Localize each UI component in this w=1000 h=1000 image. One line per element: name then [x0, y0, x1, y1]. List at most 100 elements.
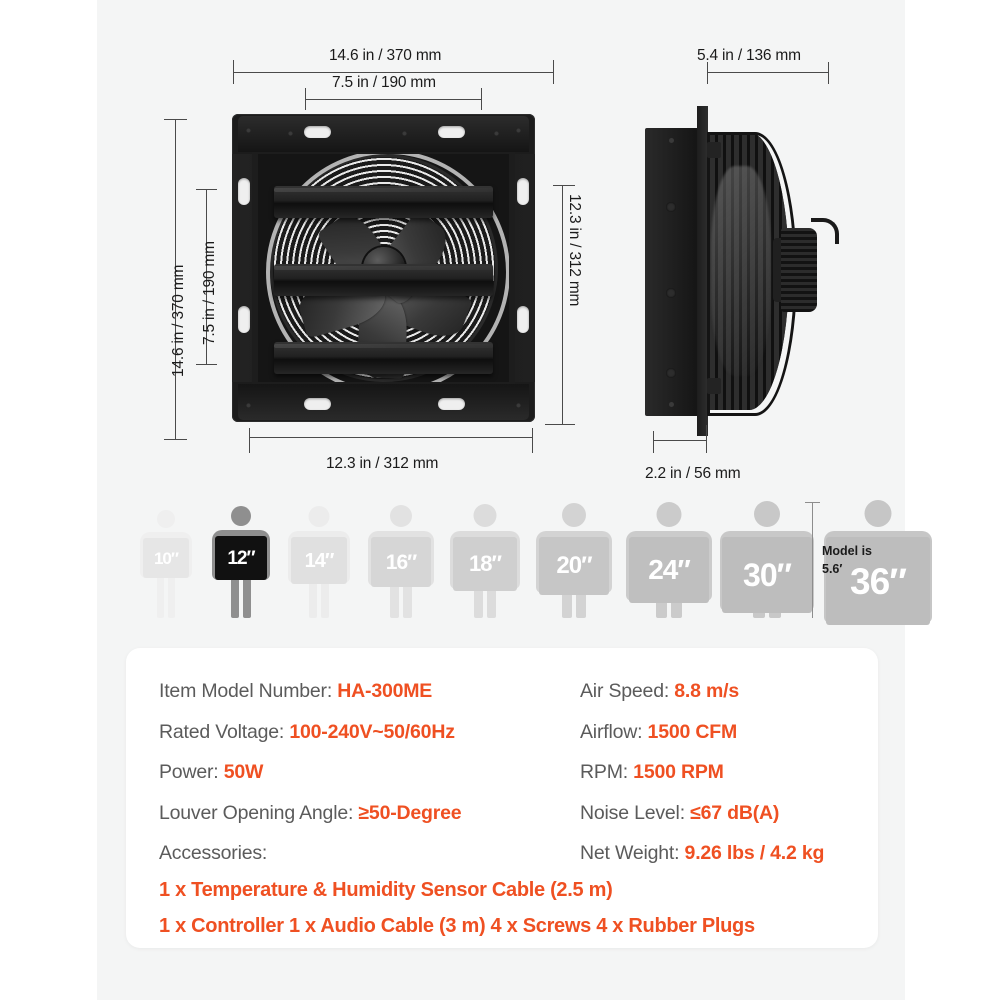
dim-line-side-depth-flange: [653, 440, 706, 441]
spec-column-left: Item Model Number: HA-300ME Rated Voltage…: [159, 680, 569, 885]
accessories-list: 1 x Temperature & Humidity Sensor Cable …: [159, 880, 755, 952]
size-badge-label: 20″: [556, 552, 592, 579]
mounting-slot: [304, 126, 331, 138]
scale-figure-30in: 30″: [720, 501, 814, 618]
dim-line-front-width-inner: [305, 99, 481, 100]
figure-leg: [562, 589, 572, 618]
spec-row: Airflow: 1500 CFM: [580, 720, 900, 743]
size-comparison-row: 10″ 12″ 14″ 16″ 18″ 20″ 24″ 30″36″: [140, 500, 932, 625]
dim-line-front-right-height: [562, 185, 563, 424]
power-cable: [811, 218, 839, 244]
spec-label: Louver Opening Angle:: [159, 801, 359, 824]
figure-head: [308, 506, 330, 527]
dim-line-front-height-inner: [206, 189, 207, 364]
figure-head: [562, 503, 586, 527]
figure-leg: [390, 582, 399, 618]
mounting-slot: [238, 306, 250, 333]
dim-line-front-width-outer: [233, 72, 554, 73]
dim-tick: [196, 189, 217, 190]
accessory-line: 1 x Controller 1 x Audio Cable (3 m) 4 x…: [159, 915, 755, 937]
specification-panel: Item Model Number: HA-300ME Rated Voltage…: [126, 648, 878, 948]
mounting-slot: [304, 398, 331, 410]
size-badge: 14″: [291, 537, 347, 584]
dim-label-front-height-inner: 7.5 in / 190 mm: [201, 241, 218, 345]
flange-hole: [666, 368, 676, 378]
spec-row: Item Model Number: HA-300ME: [159, 680, 569, 702]
dim-label-front-width-outer: 14.6 in / 370 mm: [329, 47, 442, 64]
figure-leg: [308, 579, 317, 618]
dim-line-side-depth-total: [707, 72, 828, 73]
mounting-slot: [438, 398, 465, 410]
mounting-slot: [517, 306, 529, 333]
spec-value: 1500 CFM: [647, 720, 738, 743]
figure-head: [864, 500, 892, 527]
spec-value: 1500 RPM: [633, 761, 724, 783]
model-note-line-1: Model is: [822, 544, 873, 558]
spec-row: Noise Level: ≤67 dB(A): [580, 803, 900, 824]
figure-leg: [403, 582, 412, 618]
dim-label-side-depth-total: 5.4 in / 136 mm: [697, 47, 801, 64]
dim-label-front-width-inner: 7.5 in / 190 mm: [332, 74, 436, 91]
screw: [402, 131, 407, 136]
spec-row: RPM: 1500 RPM: [580, 761, 900, 783]
dim-tick: [553, 60, 554, 84]
scale-figure-12in: 12″: [212, 506, 270, 618]
size-badge: 12″: [215, 536, 267, 580]
grille-bracket: [707, 378, 721, 394]
fan-front-interior: [256, 152, 511, 384]
accessory-line: 1 x Temperature & Humidity Sensor Cable …: [159, 879, 613, 901]
spec-label: Air Speed:: [580, 680, 675, 702]
scale-figure-16in: 16″: [368, 505, 434, 618]
scale-figure-24in: 24″: [626, 502, 712, 618]
size-badge-label: 16″: [385, 550, 417, 574]
figure-head: [754, 501, 780, 527]
size-badge-label: 18″: [468, 551, 502, 576]
figure-leg: [321, 579, 330, 618]
spec-label: Power:: [159, 761, 224, 783]
size-badge-label: 24″: [648, 554, 691, 585]
size-badge: 16″: [371, 537, 431, 587]
dim-label-side-depth-flange: 2.2 in / 56 mm: [645, 465, 741, 482]
screw: [516, 128, 521, 133]
scale-figure-20in: 20″: [536, 503, 612, 618]
screw: [246, 403, 251, 408]
spec-row: Accessories:: [159, 843, 569, 864]
flange-hole: [666, 288, 676, 298]
spec-value: HA-300ME: [337, 680, 433, 702]
spec-label: Rated Voltage:: [159, 720, 290, 743]
screw: [288, 131, 293, 136]
size-badge: 20″: [539, 537, 609, 595]
dim-tick: [653, 431, 654, 453]
dim-label-front-right-height: 12.3 in / 312 mm: [566, 194, 583, 307]
louver-blade-2: [274, 264, 493, 296]
dim-tick: [481, 88, 482, 110]
figure-head: [157, 510, 175, 528]
dim-label-front-bottom-width: 12.3 in / 312 mm: [326, 455, 439, 472]
figure-leg: [487, 585, 497, 618]
screw: [246, 128, 251, 133]
spec-label: Item Model Number:: [159, 680, 338, 702]
size-badge: 10″: [143, 538, 189, 578]
spec-value: ≥50-Degree: [358, 801, 462, 824]
scale-figure-10in: 10″: [140, 510, 192, 618]
grille-bracket: [707, 142, 721, 158]
figure-head: [656, 502, 682, 527]
model-note-line-2: 5.6′: [822, 562, 843, 577]
dim-tick: [249, 428, 250, 453]
figure-leg: [473, 585, 483, 618]
flange-hole: [666, 202, 676, 212]
spec-row: Air Speed: 8.8 m/s: [580, 680, 900, 702]
scale-figure-18in: 18″: [450, 504, 520, 618]
dim-tick: [545, 424, 575, 425]
dim-tick: [532, 428, 533, 453]
figure-leg: [576, 589, 586, 618]
size-badge: 24″: [629, 537, 709, 603]
dim-tick: [828, 62, 829, 84]
size-badge: 36″: [826, 537, 930, 625]
size-badge: 18″: [453, 537, 517, 591]
dim-tick: [706, 425, 707, 453]
spec-label: Net Weight:: [580, 842, 685, 864]
figure-head: [473, 504, 497, 527]
scale-figure-14in: 14″: [288, 506, 350, 618]
